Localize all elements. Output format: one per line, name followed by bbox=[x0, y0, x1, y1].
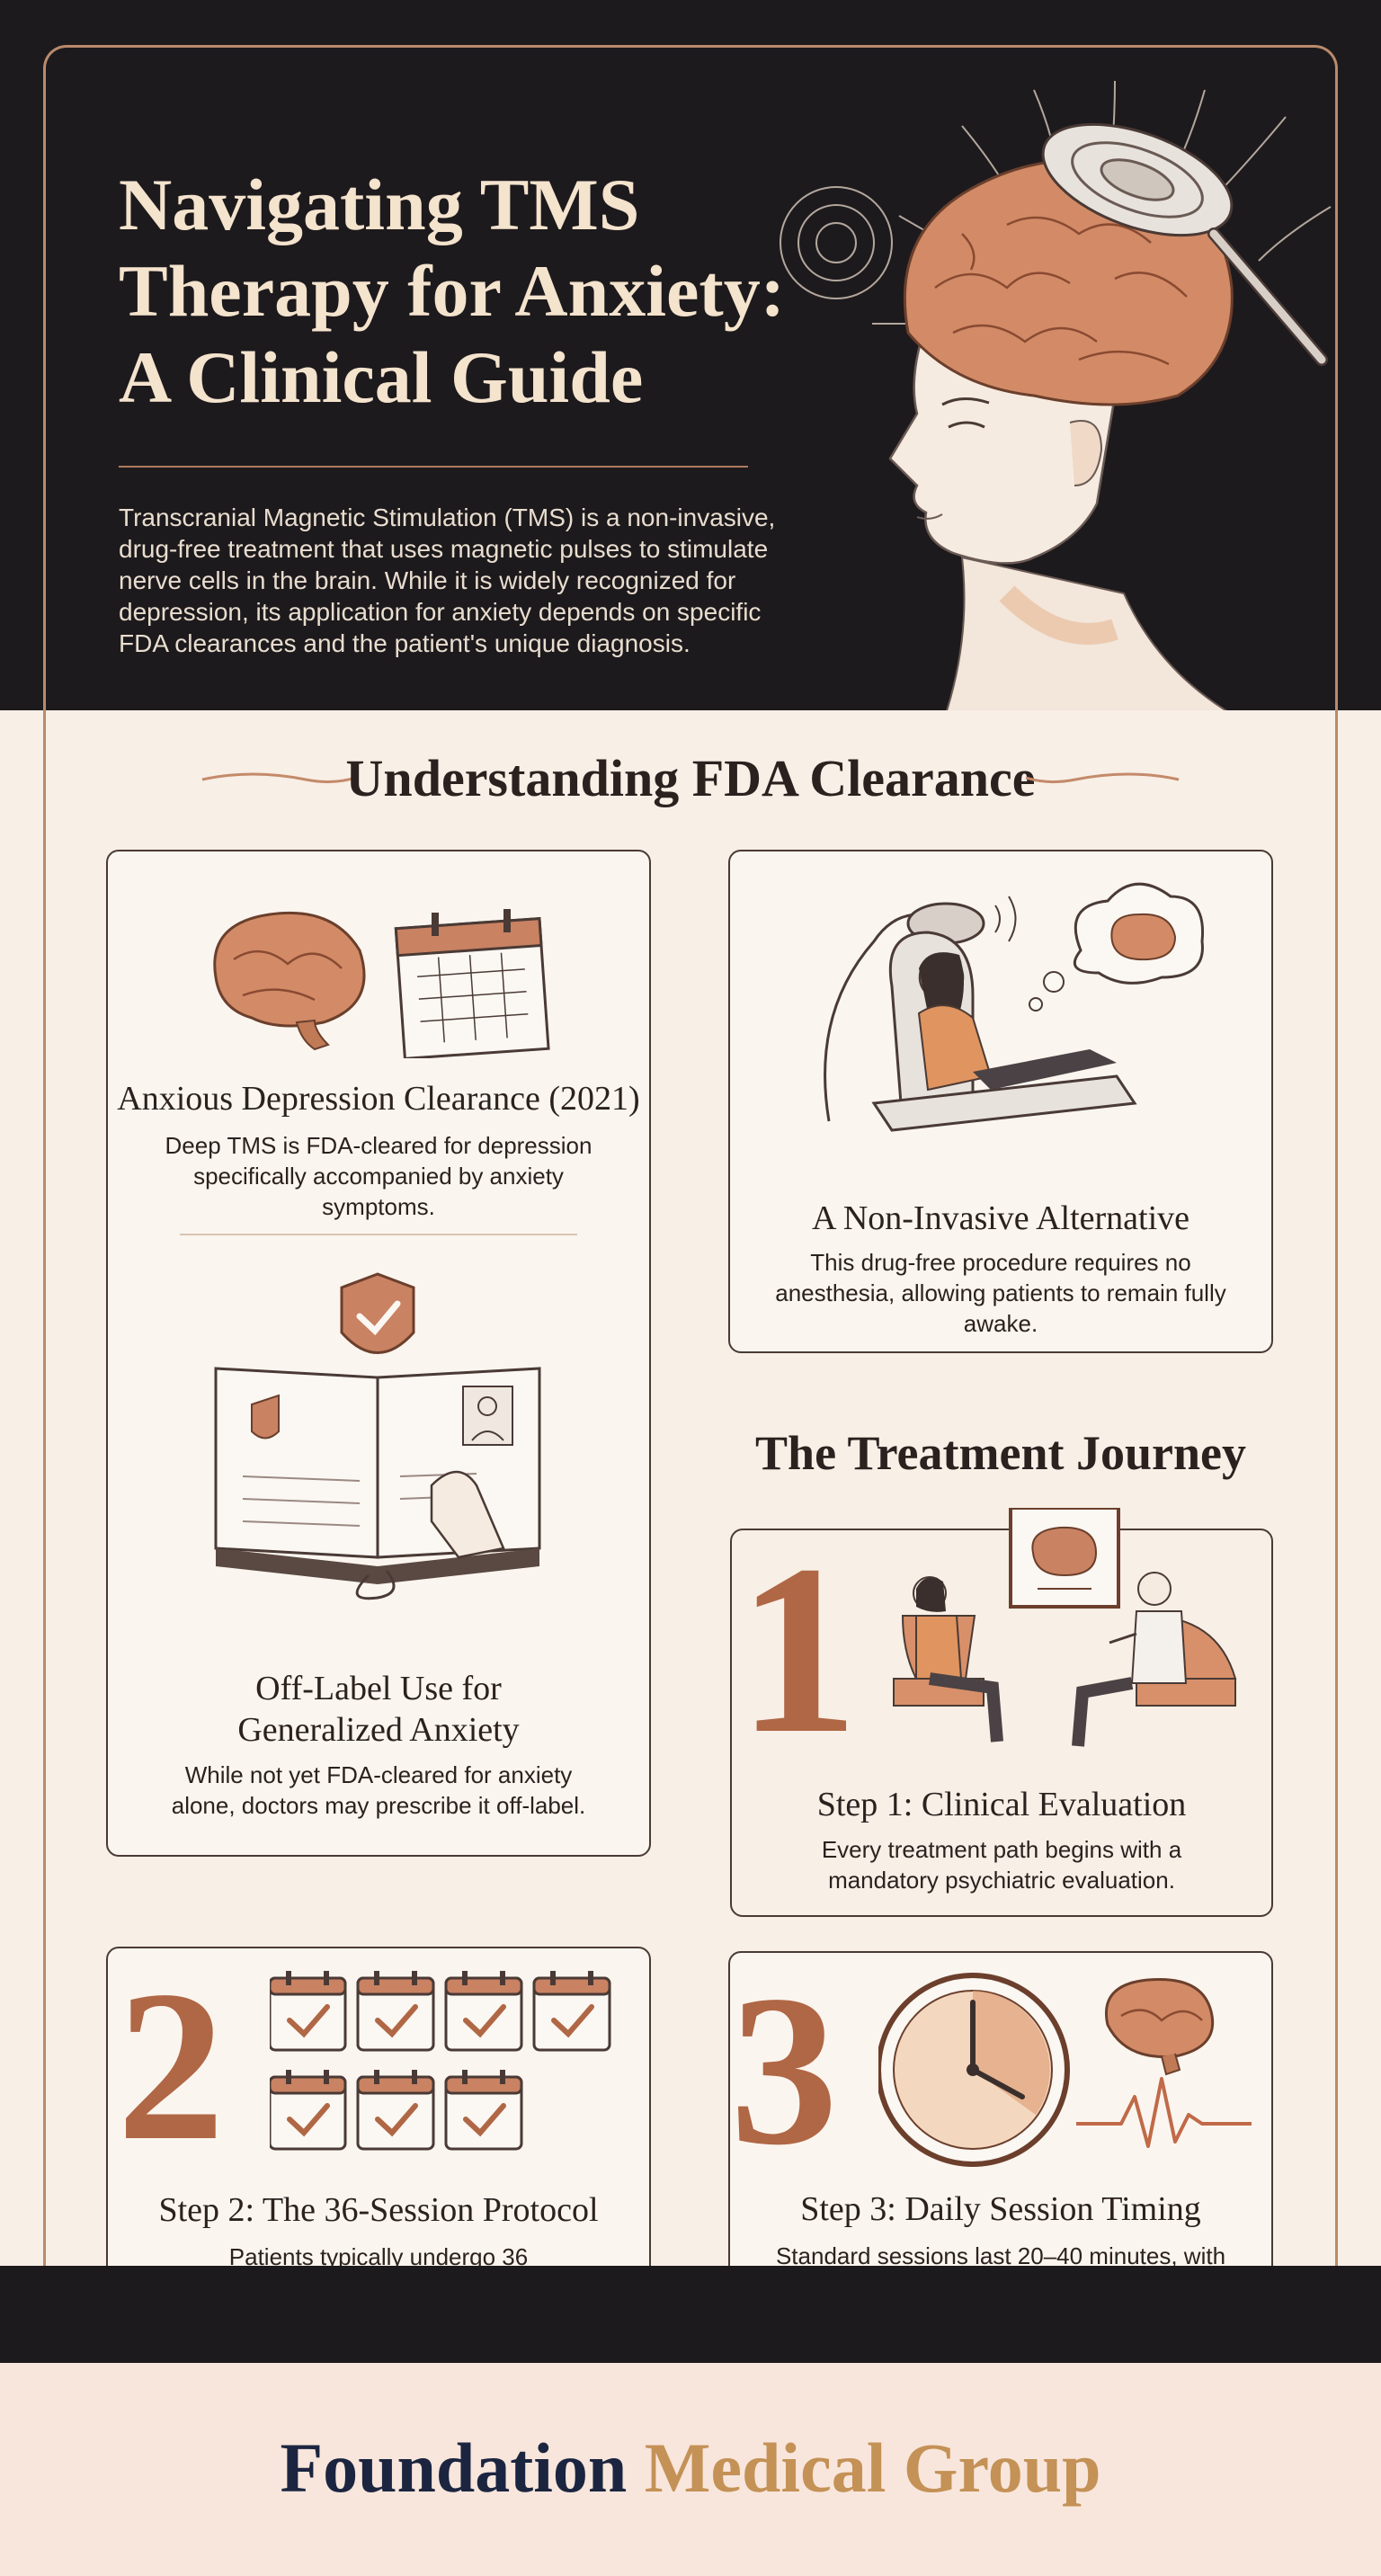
card-divider bbox=[180, 1234, 577, 1235]
calendar-icon bbox=[394, 909, 550, 1058]
step-1-title: Step 1: Clinical Evaluation bbox=[816, 1786, 1187, 1823]
thought-bubble bbox=[1029, 882, 1205, 1012]
anxious-depression-text: Deep TMS is FDA-cleared for depression s… bbox=[165, 1132, 592, 1220]
brain-icon bbox=[213, 911, 366, 1051]
hero-banner: Navigating TMS Therapy for Anxiety: A Cl… bbox=[0, 0, 1381, 710]
book-shield-illustration bbox=[214, 1272, 541, 1600]
flourish-right bbox=[1025, 772, 1180, 784]
sound-waves bbox=[994, 896, 1017, 942]
off-label-title-line-1: Off-Label Use for bbox=[255, 1670, 502, 1707]
brand-name-first: Foundation bbox=[280, 2429, 645, 2507]
flourish-left bbox=[201, 772, 356, 784]
off-label-text: While not yet FDA-cleared for anxiety al… bbox=[171, 1761, 586, 1819]
clock-brain-illustration bbox=[878, 1973, 1252, 2167]
fda-section-title: Understanding FDA Clearance bbox=[345, 749, 1036, 807]
footer bbox=[0, 2363, 1381, 2576]
title-line-3: A Clinical Guide bbox=[119, 336, 644, 418]
hero-frame bbox=[43, 45, 1338, 710]
step-2-number: 2 bbox=[117, 1946, 225, 2185]
step-1-text: Every treatment path begins with a manda… bbox=[821, 1836, 1182, 1894]
page-title: Navigating TMS Therapy for Anxiety: A Cl… bbox=[119, 162, 802, 421]
heartbeat-icon bbox=[1076, 2077, 1252, 2148]
clock-icon bbox=[878, 1973, 1070, 2167]
consultation-illustration bbox=[893, 1508, 1237, 1747]
head-with-coil-illustration bbox=[780, 80, 1332, 710]
step-3-number: 3 bbox=[730, 1950, 838, 2189]
title-line-2: Therapy for Anxiety: bbox=[119, 250, 786, 332]
patient-chair-illustration bbox=[824, 882, 1205, 1132]
calendar-icon bbox=[358, 2070, 433, 2149]
calendar-icon bbox=[446, 1971, 521, 2050]
fda-clearance-card: Anxious Depression Clearance (2021) Deep… bbox=[106, 850, 651, 1857]
non-invasive-title: A Non-Invasive Alternative bbox=[811, 1199, 1189, 1237]
brand-name-second: Medical Group bbox=[644, 2429, 1101, 2507]
step-1-card: Step 1: Clinical Evaluation Every treatm… bbox=[730, 1508, 1273, 1917]
title-line-1: Navigating TMS bbox=[119, 164, 640, 245]
title-divider bbox=[119, 466, 748, 468]
calendar-icon bbox=[270, 2070, 345, 2149]
shield-check-icon bbox=[340, 1272, 415, 1354]
journey-section-title: The Treatment Journey bbox=[755, 1426, 1246, 1480]
calendar-icon bbox=[358, 1971, 433, 2050]
calendar-icon bbox=[534, 1971, 610, 2050]
off-label-title: Off-Label Use for Generalized Anxiety bbox=[108, 1668, 649, 1751]
coil-icon bbox=[1041, 122, 1328, 366]
brand-logo: Foundation Medical Group bbox=[0, 2428, 1381, 2509]
off-label-title-line-2: Generalized Anxiety bbox=[237, 1711, 520, 1749]
step-1-number: 1 bbox=[737, 1515, 859, 1784]
calendar-icon bbox=[446, 2070, 521, 2149]
calendar-icon bbox=[270, 1971, 345, 2050]
step-3-title: Step 3: Daily Session Timing bbox=[800, 2190, 1201, 2228]
session-calendars-illustration bbox=[270, 1971, 629, 2160]
non-invasive-card: A Non-Invasive Alternative This drug-fre… bbox=[728, 850, 1273, 1353]
non-invasive-text: This drug-free procedure requires no ane… bbox=[775, 1249, 1226, 1337]
book-icon bbox=[214, 1367, 541, 1584]
footer-band bbox=[0, 2266, 1381, 2363]
brain-calendar-illustration bbox=[213, 909, 550, 1058]
intro-paragraph: Transcranial Magnetic Stimulation (TMS) … bbox=[119, 504, 776, 657]
brain-icon bbox=[1105, 1977, 1215, 2076]
anxious-depression-title: Anxious Depression Clearance (2021) bbox=[117, 1080, 640, 1118]
step-2-title: Step 2: The 36-Session Protocol bbox=[158, 2191, 599, 2229]
